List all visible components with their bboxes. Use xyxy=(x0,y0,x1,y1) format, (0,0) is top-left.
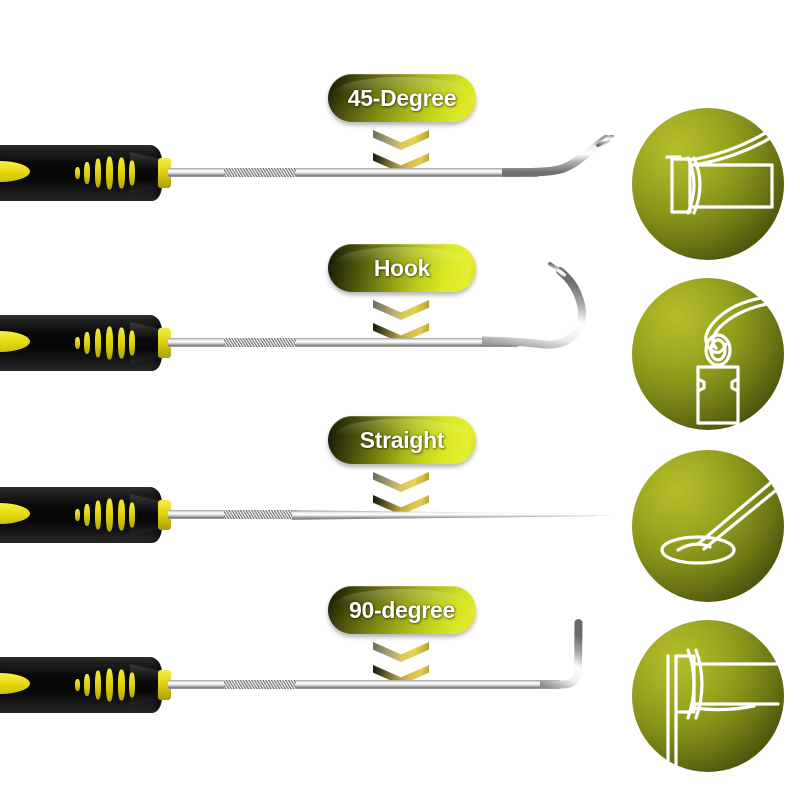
usage-45-degree-seal-removal-icon xyxy=(632,108,784,260)
hook-pick-tool xyxy=(0,262,642,373)
yellow-finger-ridges xyxy=(75,666,137,704)
tip-90-degree-icon xyxy=(540,609,583,689)
badge-straight: Straight xyxy=(328,416,476,464)
tool-row-90-degree: 90-degree xyxy=(0,512,800,772)
chevron-down-icon-upper xyxy=(373,472,429,492)
yellow-grip-pad xyxy=(0,503,30,524)
badge-90-degree: 90-degree xyxy=(328,586,476,634)
yellow-ferrule-collar xyxy=(158,670,171,700)
chrome-shaft xyxy=(168,680,560,689)
yellow-ferrule-collar xyxy=(158,328,171,358)
badge-label: Straight xyxy=(359,426,445,453)
double-chevron-down-icon xyxy=(373,472,429,518)
tool-row-45-degree: 45-Degree xyxy=(0,0,800,260)
chevron-down-icon-upper xyxy=(373,642,429,662)
usage-90-degree-seal-hook-icon xyxy=(632,620,784,772)
badge-45-degree: 45-Degree xyxy=(328,74,476,122)
yellow-ferrule-collar xyxy=(158,500,171,530)
knurled-grip-section xyxy=(224,168,296,177)
badge-pill: Straight xyxy=(328,416,476,464)
yellow-finger-ridges xyxy=(75,496,137,534)
badge-label: 45-Degree xyxy=(347,84,457,111)
badge-hook: Hook xyxy=(328,244,476,292)
knurled-grip-section xyxy=(224,680,296,689)
tool-row-hook: Hook xyxy=(0,170,800,430)
badge-label: 90-degree xyxy=(349,596,455,623)
badge-pill: 45-Degree xyxy=(328,74,476,122)
usage-straight-gasket-probe-icon xyxy=(632,450,784,602)
yellow-ferrule-collar xyxy=(158,158,171,188)
chevron-down-icon-upper xyxy=(373,300,429,320)
chevron-down-icon-lower xyxy=(373,495,429,515)
yellow-grip-pad xyxy=(0,331,30,352)
90-degree-pick-tool xyxy=(0,609,642,715)
chrome-shaft xyxy=(168,168,538,177)
chevron-down-icon-upper xyxy=(373,130,429,150)
yellow-finger-ridges xyxy=(75,154,137,192)
chrome-shaft xyxy=(168,338,518,347)
yellow-finger-ridges xyxy=(75,324,137,362)
yellow-grip-pad xyxy=(0,161,30,182)
tool-row-straight: Straight xyxy=(0,342,800,602)
knurled-grip-section xyxy=(224,338,296,347)
yellow-grip-pad xyxy=(0,673,30,694)
badge-pill: Hook xyxy=(328,244,476,292)
badge-pill: 90-degree xyxy=(328,586,476,634)
knurled-grip-section xyxy=(224,510,296,519)
badge-label: Hook xyxy=(373,254,431,281)
